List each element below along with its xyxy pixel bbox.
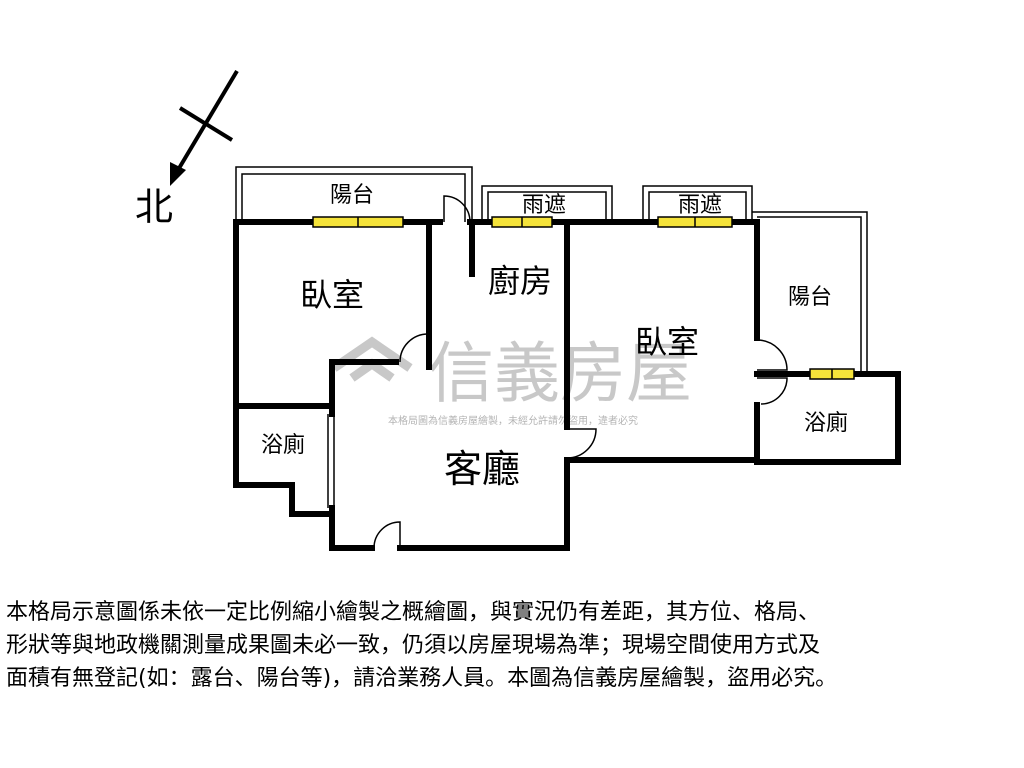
disclaimer-line-3: 面積有無登記(如：露台、陽台等)，請洽業務人員。本圖為信義房屋繪製，盜用必究。 (6, 666, 838, 691)
watermark-brand: 信義房屋 (428, 335, 692, 412)
label-kitchen: 廚房 (488, 262, 552, 300)
disclaimer-line-2: 形狀等與地政機關測量成果圖未必一致，仍須以房屋現場為準；現場空間使用方式及 (6, 633, 821, 658)
door-entrance (373, 521, 401, 549)
north-arrow-shaft (176, 69, 239, 172)
label-balcony-top: 陽台 (330, 183, 374, 208)
label-awning-2: 雨遮 (678, 193, 722, 218)
compass-crossbar (178, 106, 234, 142)
windows (312, 216, 855, 380)
north-label: 北 (135, 185, 173, 229)
walls (233, 219, 901, 551)
north-arrow-icon (170, 162, 186, 186)
label-balcony-right: 陽台 (788, 285, 832, 310)
doors (327, 195, 788, 549)
room-labels: 陽台 雨遮 雨遮 臥室 廚房 臥室 陽台 浴廁 客廳 浴廁 (261, 183, 848, 491)
door-balcony-right (756, 339, 788, 371)
balcony-right-outline (752, 211, 868, 372)
watermark-notice: 本格局圖為信義房屋繪製，未經允許請勿盜用，違者必究 (388, 414, 638, 427)
thin-outlines (235, 166, 868, 372)
door-bathroom-2 (757, 377, 788, 405)
door-bedroom-1 (399, 333, 429, 363)
balcony-top-outline (235, 166, 473, 222)
label-bathroom-2: 浴廁 (804, 411, 848, 436)
disclaimer-line-1: 本格局示意圖係未依一定比例縮小繪製之概繪圖，與實況仍有差距，其方位、格局、 (6, 600, 821, 625)
disclaimer: 本格局示意圖係未依一定比例縮小繪製之概繪圖，與實況仍有差距，其方位、格局、 形狀… (6, 596, 1022, 695)
label-bedroom-2: 臥室 (635, 323, 699, 361)
floor-plan: 北 信義房屋 本格局圖為信義房屋繪製，未經允許請勿盜用，違者必究 (135, 69, 901, 551)
label-bathroom-1: 浴廁 (261, 433, 305, 458)
door-kitchen (566, 428, 597, 459)
label-bedroom-1: 臥室 (300, 276, 364, 314)
label-living-room: 客廳 (444, 447, 520, 491)
door-balcony-top (443, 195, 471, 223)
label-awning-1: 雨遮 (522, 193, 566, 218)
compass: 北 (135, 69, 239, 229)
awning-2-outline (642, 185, 753, 222)
awning-1-outline (481, 185, 613, 222)
watermark: 信義房屋 本格局圖為信義房屋繪製，未經允許請勿盜用，違者必究 (331, 335, 692, 427)
